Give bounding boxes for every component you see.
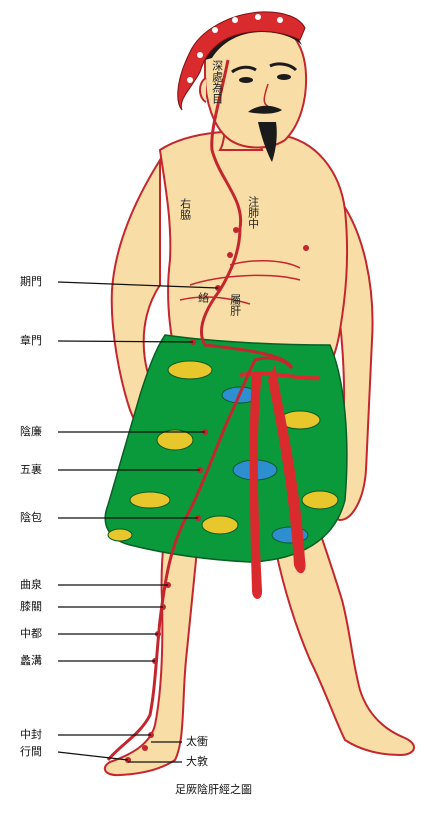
point-label-taichong: 太衝 xyxy=(186,736,208,747)
point-label-zhongfeng: 中封 xyxy=(20,729,42,740)
point-label-zhongdu: 中都 xyxy=(20,628,42,639)
point-label-xiguan: 膝關 xyxy=(20,601,42,612)
point-label-ququan: 曲泉 xyxy=(20,579,42,590)
shoulder-label: 右脇 xyxy=(178,198,191,220)
point-label-xingjian: 行間 xyxy=(20,746,42,757)
right-eye xyxy=(277,74,291,80)
ear xyxy=(200,78,206,102)
point-label-zhangmen: 章門 xyxy=(20,335,42,346)
point-label-dadun: 大敦 xyxy=(186,756,208,767)
point-label-ligou: 蠡溝 xyxy=(20,655,42,666)
head-label: 深處為目 xyxy=(210,60,223,104)
abdomen-right-label: 屬肝 xyxy=(228,294,241,316)
navel xyxy=(303,245,309,251)
chest-label: 注肺中 xyxy=(246,196,259,229)
point-label-yinlian: 陰廉 xyxy=(20,426,42,437)
left-eye xyxy=(239,77,253,83)
point-label-wuli: 五裏 xyxy=(20,464,42,475)
figure-caption: 足厥陰肝經之圖 xyxy=(0,781,427,797)
point-label-yinbao: 陰包 xyxy=(20,512,42,523)
point-label-qimen: 期門 xyxy=(20,276,42,287)
abdomen-left-label: 絡 xyxy=(196,292,209,303)
